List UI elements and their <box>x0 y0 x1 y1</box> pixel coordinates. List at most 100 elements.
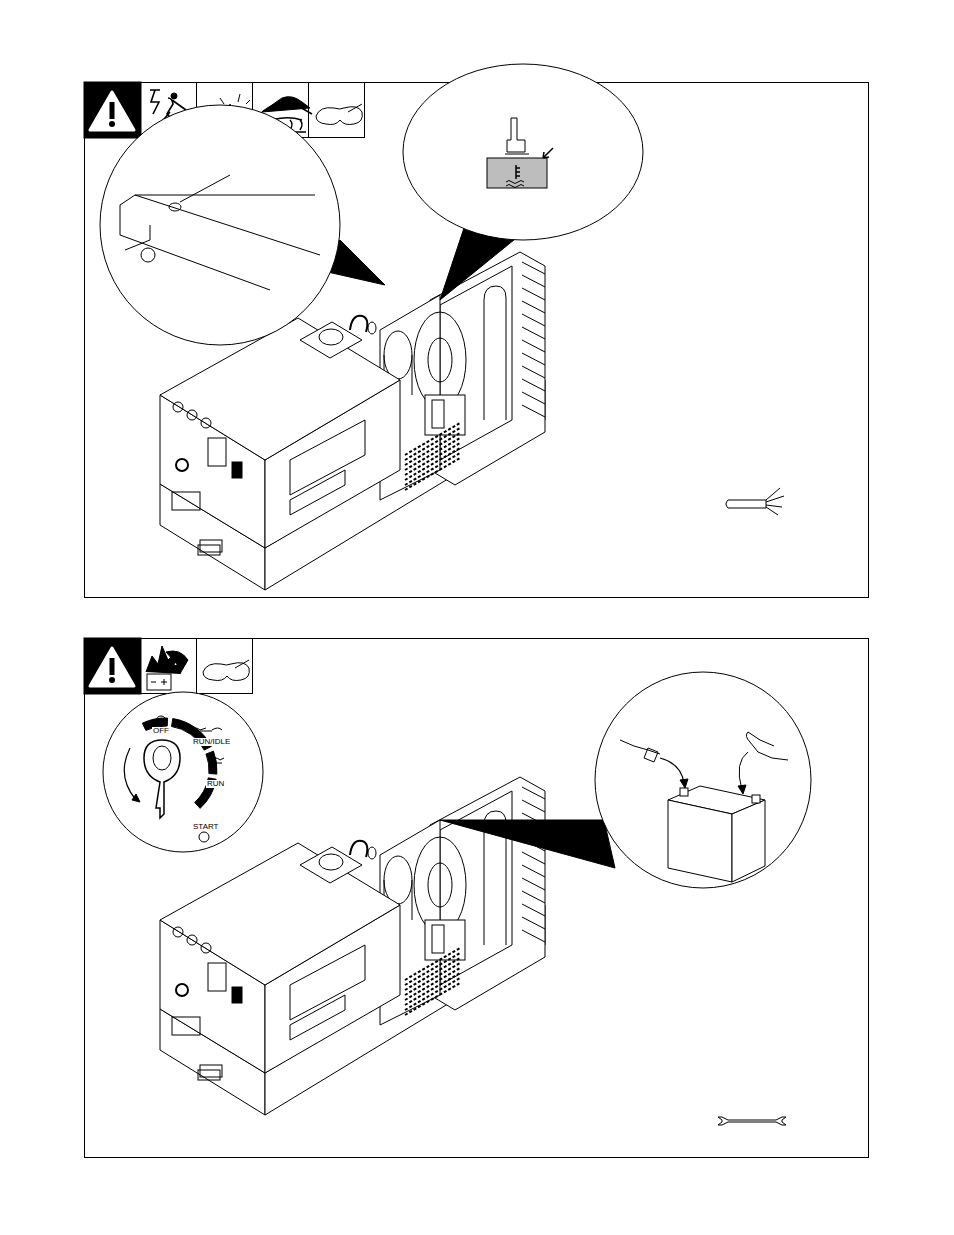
exhaust-pipe <box>484 286 506 420</box>
callout-coolant <box>403 64 643 300</box>
receptacle <box>187 935 197 945</box>
side-decal <box>290 995 345 1040</box>
callout-circle <box>103 692 263 852</box>
receptacle <box>173 402 183 412</box>
key <box>144 740 180 818</box>
off-icon <box>156 716 166 726</box>
hex-key <box>726 488 784 515</box>
radiator-louvre <box>522 275 545 287</box>
grille-slot <box>405 973 460 1005</box>
callout-circle <box>100 105 340 345</box>
icon-strip-frame <box>85 639 253 694</box>
grille-slot <box>405 968 460 1000</box>
battery-side <box>732 800 765 882</box>
switch-position-label: RUN <box>206 780 225 788</box>
leader-line <box>180 175 230 202</box>
finger-press <box>505 118 529 154</box>
radiator-louvre <box>522 891 545 903</box>
lift-eye <box>350 841 367 857</box>
level-arrow <box>543 148 553 158</box>
front-label <box>200 540 222 552</box>
coolant-tank <box>487 158 547 188</box>
grille-slot <box>405 448 460 480</box>
icon-divider <box>140 638 141 694</box>
water-waves <box>506 181 524 188</box>
hot-surface-icon <box>262 97 310 112</box>
switch <box>232 987 242 1003</box>
battery-front <box>668 800 732 882</box>
warning-block <box>84 82 141 138</box>
fuel-cap <box>319 854 343 870</box>
front-label <box>172 1017 200 1035</box>
grille-slot <box>405 958 460 990</box>
meter <box>208 438 226 466</box>
side-decal <box>290 470 345 515</box>
radiator-louvre <box>522 262 545 274</box>
warning-block <box>84 638 141 694</box>
grille-slot <box>405 978 460 1010</box>
radiator-louvre <box>522 865 545 877</box>
skid-slot <box>198 545 220 555</box>
exclamation <box>110 102 115 119</box>
icon-divider <box>308 82 309 138</box>
grille-slot <box>405 443 460 475</box>
skid-slot <box>198 1070 220 1080</box>
grille-slot <box>405 983 460 1015</box>
shock-icon <box>171 93 177 99</box>
radiator-louvre <box>522 917 545 929</box>
grille-slot <box>405 963 460 995</box>
switch <box>232 462 242 478</box>
hose <box>412 355 413 395</box>
off-icon <box>157 717 165 725</box>
radiator-louvre <box>522 800 545 812</box>
positive-cable <box>746 732 788 760</box>
radiator-louvre <box>522 288 545 300</box>
meter <box>208 963 226 991</box>
switch-position-label: START <box>192 823 219 831</box>
leader-wedge <box>440 820 615 868</box>
rotation-arrowhead <box>132 794 140 802</box>
exclamation-dot <box>109 121 115 127</box>
output-stud <box>176 459 188 471</box>
warning-triangle <box>90 92 134 130</box>
callout-circle <box>595 672 811 888</box>
filter <box>432 925 444 953</box>
safety-icons <box>84 638 253 694</box>
callout-radiator-cap <box>100 105 385 345</box>
cap-detail <box>120 195 320 290</box>
fan-hub <box>428 338 452 382</box>
lift-eye <box>368 847 376 859</box>
radiator-louvre <box>522 787 545 799</box>
radiator-louvre <box>522 878 545 890</box>
icon-divider <box>140 82 141 138</box>
filter <box>432 400 444 428</box>
exclamation-dot <box>109 677 115 683</box>
hex-key-tool <box>726 488 784 515</box>
fuel-cap <box>319 329 343 345</box>
switch-position-label: RUN/IDLE <box>192 738 231 746</box>
output-stud <box>176 984 188 996</box>
radiator-louvre <box>522 353 545 365</box>
receptacle <box>201 418 211 428</box>
terminal <box>752 795 760 803</box>
radiator-louvre <box>522 314 545 326</box>
radiator-louvre <box>522 904 545 916</box>
grille-slot <box>405 458 460 490</box>
cap-base <box>300 322 362 358</box>
radiator-louvre <box>522 930 545 942</box>
grille-slot <box>405 453 460 485</box>
key-hole <box>153 746 171 770</box>
icon-divider <box>196 638 197 694</box>
radiator-louvre <box>522 340 545 352</box>
lift-eye <box>350 316 367 332</box>
connect-arrowhead <box>738 785 746 794</box>
grille-slot <box>405 948 460 980</box>
exclamation <box>110 658 115 675</box>
radiator-frame <box>430 777 545 1010</box>
grille-slot <box>405 433 460 465</box>
goggles-icon <box>203 660 249 681</box>
filler-hole <box>169 203 181 211</box>
connect-arrow <box>739 752 748 790</box>
start-icon <box>199 832 209 842</box>
